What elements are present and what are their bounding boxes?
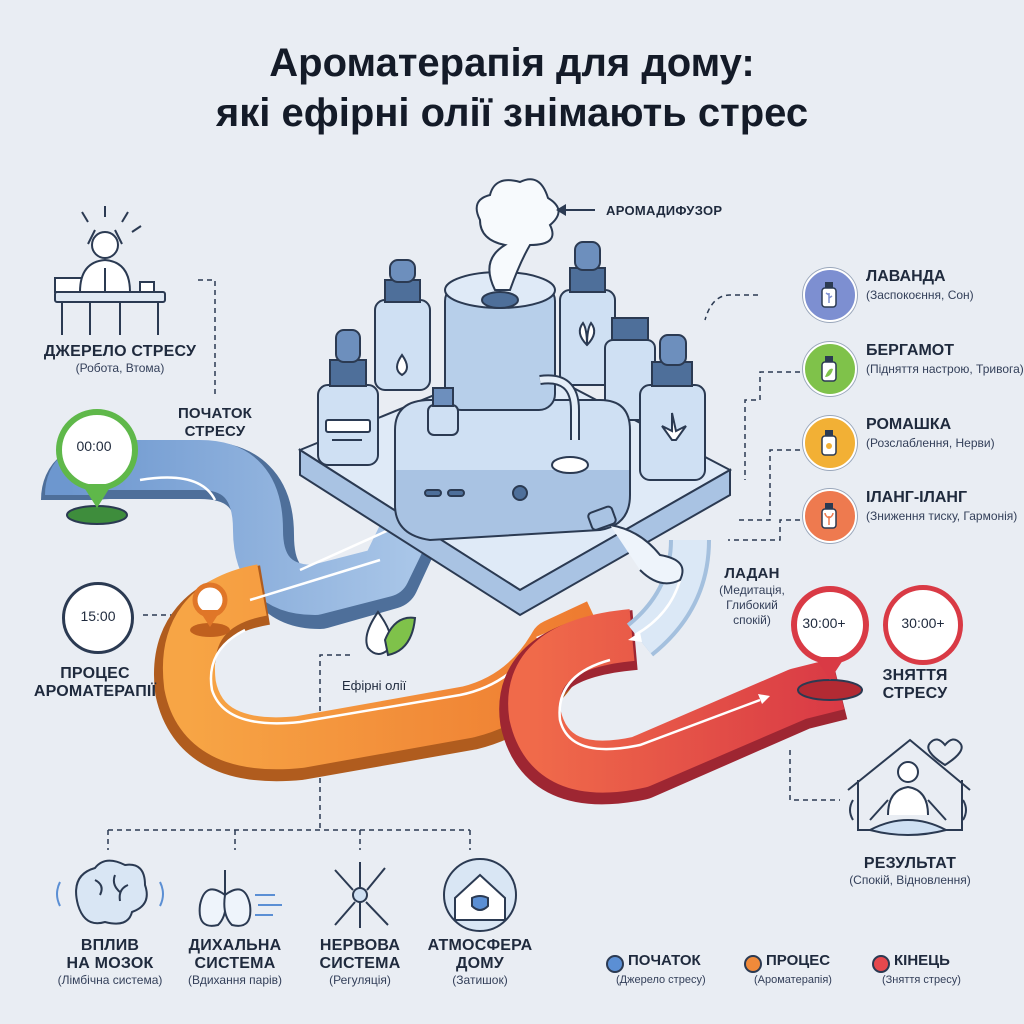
stressed-worker-illustration	[54, 229, 166, 335]
title-line-2: які ефірні олії знімають стрес	[215, 91, 809, 135]
effect-nervous: НЕРВОВА СИСТЕМА (Регуляція)	[319, 937, 401, 987]
bergamot-bottle-icon	[803, 342, 857, 396]
process-label: ПРОЦЕС АРОМАТЕРАПІЇ	[33, 665, 157, 700]
essential-oils-label: Ефірні олії	[342, 678, 407, 693]
process-clock: 15:00	[62, 582, 134, 654]
effect-respiratory: ДИХАЛЬНА СИСТЕМА (Вдихання парів)	[187, 937, 283, 987]
end-clock: 30:00+	[883, 585, 963, 665]
chamomile-bottle-icon	[803, 416, 857, 470]
start-label: ПОЧАТОК СТРЕСУ	[177, 405, 253, 440]
end-pin-timer: 30:00+	[802, 615, 846, 631]
steam-cloud-icon	[475, 178, 560, 291]
frankincense-label: ЛАДАН (Медитація, Глибокий спокій)	[719, 565, 785, 627]
steam-jet-icon	[609, 524, 684, 585]
oil-item-bergamot: БЕРГАМОТ (Підняття настрою, Тривога)	[803, 342, 1024, 398]
vapor-inflow-path	[626, 539, 711, 657]
brain-icon	[56, 859, 164, 925]
title-line-1: Ароматерапія для дому:	[269, 41, 755, 85]
legend-process-dot	[744, 955, 762, 973]
red-path-segment	[499, 609, 848, 805]
ylang-ylang-bottle-icon	[803, 489, 857, 543]
oil-item-lavender: ЛАВАНДА (Заспокоєння, Сон)	[803, 268, 1023, 324]
diffuser-pointer-arrow	[556, 204, 595, 216]
lungs-icon	[198, 870, 282, 927]
stress-source-label: ДЖЕРЕЛО СТРЕСУ (Робота, Втома)	[43, 343, 197, 375]
end-location-pin	[791, 586, 869, 701]
house-shield-icon	[443, 858, 517, 932]
legend-process: ПРОЦЕС (Ароматерапія)	[744, 952, 864, 996]
process-location-pin	[190, 582, 230, 637]
lavender-bottle-icon	[803, 268, 857, 322]
relief-label: ЗНЯТТЯ СТРЕСУ	[882, 667, 948, 702]
oil-bottles-front	[317, 329, 706, 481]
start-timer: 00:00	[76, 438, 112, 454]
meditation-result-illustration	[847, 738, 971, 836]
legend-start: ПОЧАТОК (Джерело стресу)	[606, 952, 736, 996]
oil-item-chamomile: РОМАШКА (Розслаблення, Нерви)	[803, 416, 1023, 472]
oil-drop-leaf-icon	[365, 610, 417, 657]
oil-item-ylang-ylang: ІЛАНГ-ІЛАНГ (Зниження тиску, Гармонія)	[803, 489, 1023, 545]
legend-end: КІНЕЦЬ (Зняття стресу)	[872, 952, 1012, 996]
start-location-pin	[56, 409, 138, 525]
legend-end-dot	[872, 955, 890, 973]
effect-home-atmosphere: АТМОСФЕРА ДОМУ (Затишок)	[427, 937, 533, 987]
effect-brain: ВПЛИВ НА МОЗОК (Лімбічна система)	[57, 937, 163, 987]
page-title: Ароматерапія для дому: які ефірні олії з…	[0, 38, 1024, 138]
stress-lines-icon	[81, 206, 142, 233]
result-label: РЕЗУЛЬТАТ (Спокій, Відновлення)	[849, 855, 971, 887]
aroma-diffuser-device	[394, 271, 631, 542]
neuron-icon	[334, 862, 389, 928]
diffuser-label: АРОМАДИФУЗОР	[606, 203, 723, 218]
legend-start-dot	[606, 955, 624, 973]
oil-bottles-group	[374, 241, 656, 421]
small-vial	[427, 387, 459, 436]
